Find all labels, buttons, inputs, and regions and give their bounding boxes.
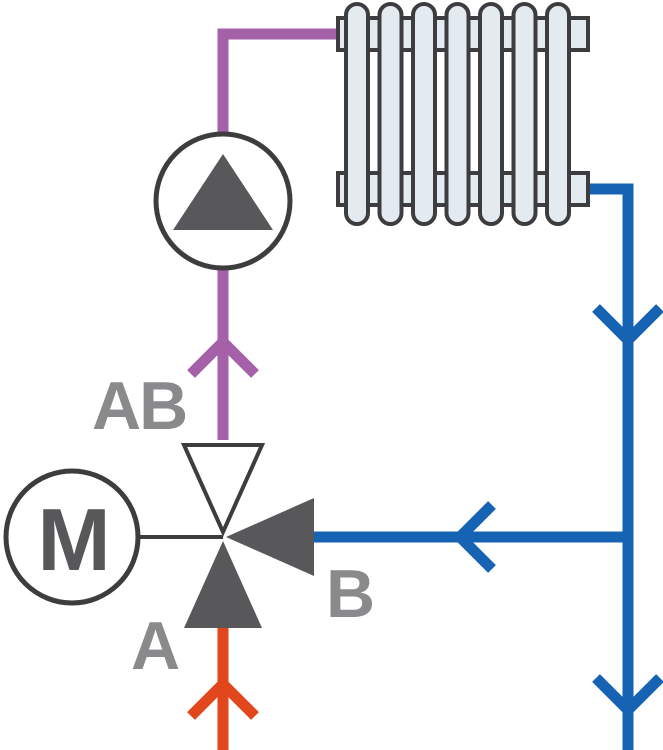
- valve-motor-icon: [3, 468, 141, 606]
- radiator-column: [545, 2, 571, 226]
- radiator-column: [344, 2, 370, 226]
- valve-b-port-icon: [226, 498, 314, 576]
- valve-a-port-icon: [184, 541, 262, 628]
- inlet-flow-arrow: [187, 676, 259, 720]
- bypass-flow-arrow: [452, 501, 496, 573]
- radiator-column: [511, 2, 538, 226]
- radiator-column: [377, 2, 404, 226]
- radiator-column: [411, 2, 437, 226]
- return-flow-arrow-lower: [592, 674, 663, 718]
- return-pipe: [580, 183, 634, 750]
- radiator-column: [444, 2, 471, 226]
- port-label-a: A: [131, 608, 180, 684]
- radiator-column: [478, 2, 504, 226]
- port-label-b: B: [326, 556, 375, 632]
- motor-label: M: [37, 490, 111, 589]
- supply-flow-arrow: [187, 334, 259, 378]
- pump-triangle-icon: [173, 154, 273, 230]
- valve-ab-port-icon: [180, 443, 266, 537]
- port-label-ab: AB: [92, 368, 188, 444]
- radiator-icon: [336, 2, 590, 226]
- supply-pipe: [217, 28, 348, 440]
- return-flow-arrow-upper: [592, 304, 663, 348]
